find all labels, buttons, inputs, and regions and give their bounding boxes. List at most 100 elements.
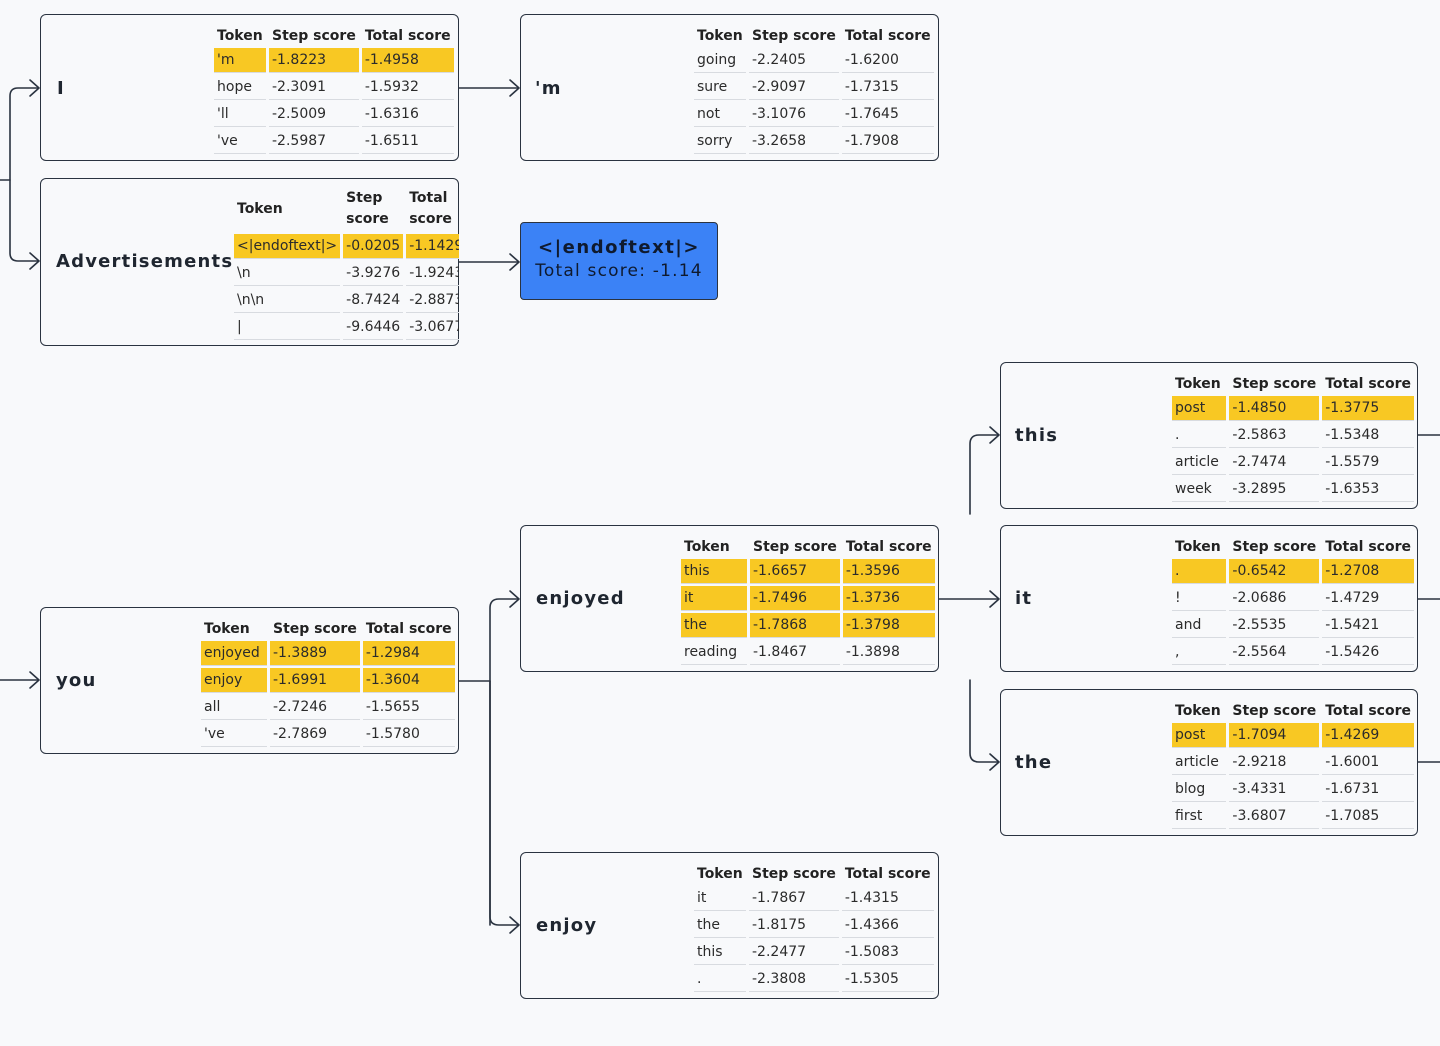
step-score-cell: -2.2477 (749, 940, 839, 965)
total-score-cell: -1.5083 (841, 940, 934, 965)
edge-enjoyed-this (969, 434, 999, 515)
col-header-step: Step score (1232, 376, 1317, 392)
step-score-cell: -1.8467 (750, 640, 840, 665)
final-beam-node: <|endoftext|> Total score: -1.14 (520, 222, 718, 300)
token-table-it: Token Step score Total score .-0.6542-1.… (1169, 536, 1417, 667)
step-score-cell: -1.7094 (1229, 723, 1320, 748)
token-row: week-3.2895-1.6353 (1172, 477, 1414, 502)
step-score-cell: -2.5564 (1229, 640, 1320, 665)
arrow-this (989, 426, 1000, 444)
step-score-cell: -2.9218 (1229, 750, 1320, 775)
token-row: ,-2.5564-1.5426 (1172, 640, 1414, 665)
col-header-total: Total score (845, 539, 932, 555)
token-row: reading-1.8467-1.3898 (681, 640, 935, 665)
token-row: 'll-2.5009-1.6316 (214, 102, 454, 127)
step-score-cell: -2.7869 (270, 722, 360, 747)
token-row: the-1.8175-1.4366 (694, 913, 934, 938)
step-score-cell: -3.9276 (343, 261, 404, 286)
token-cell: this (694, 940, 746, 965)
token-table-clip: Token Step score Total score <|endoftext… (231, 185, 459, 343)
total-score-cell: -1.9243 (406, 261, 459, 286)
edge-you-enjoyed (489, 598, 519, 926)
step-score-cell: -1.6991 (270, 668, 360, 693)
token-cell: 've (214, 129, 266, 154)
total-score-cell: -1.4366 (841, 913, 934, 938)
total-score-cell: -1.4958 (361, 48, 454, 73)
token-row-selected: the-1.7868-1.3798 (681, 613, 935, 638)
col-header-token: Token (1175, 539, 1221, 555)
total-score-cell: -1.6200 (841, 48, 934, 73)
arrow-the (989, 753, 1000, 771)
token-table-enjoyed: Token Step score Total score this-1.6657… (678, 536, 938, 667)
total-score-cell: -1.7908 (841, 129, 934, 154)
token-row: first-3.6807-1.7085 (1172, 804, 1414, 829)
col-header-step: Step score (752, 28, 836, 44)
total-score-cell: -1.3775 (1322, 396, 1414, 421)
token-row: 've-2.5987-1.6511 (214, 129, 454, 154)
token-row-selected: this-1.6657-1.3596 (681, 559, 935, 584)
token-cell: , (1172, 640, 1227, 665)
total-score-cell: -1.4315 (841, 886, 934, 911)
total-score-cell: -1.7645 (841, 102, 934, 127)
final-total-score: Total score: -1.14 (535, 261, 703, 281)
total-score-cell: -1.5305 (841, 967, 934, 992)
token-table-m: Token Step score Total score going-2.240… (691, 25, 937, 156)
token-cell: <|endoftext|> (234, 234, 341, 259)
node-label-i: I (57, 78, 65, 99)
node-enjoyed: enjoyed Token Step score Total score thi… (520, 525, 939, 672)
node-label-it: it (1015, 588, 1033, 609)
token-row: \n-3.9276-1.9243 (234, 261, 459, 286)
node-label-enjoy: enjoy (536, 915, 598, 936)
col-header-step: Step score (272, 28, 356, 44)
token-row-selected: .-0.6542-1.2708 (1172, 559, 1414, 584)
token-row: 've-2.7869-1.5780 (201, 722, 455, 747)
token-row: \n\n-8.7424-2.8873 (234, 288, 459, 313)
token-cell: post (1172, 396, 1227, 421)
token-table-advertisements: Token Step score Total score <|endoftext… (231, 185, 459, 342)
node-advertisements: Advertisements Token Step score Total sc… (40, 178, 459, 346)
col-header-step: Step score (1232, 703, 1317, 719)
token-table-you: Token Step score Total score enjoyed-1.3… (198, 618, 458, 749)
token-cell: it (694, 886, 746, 911)
col-header-token: Token (217, 28, 263, 44)
edge-root-i (0, 87, 39, 181)
step-score-cell: -1.6657 (750, 559, 840, 584)
token-cell: sure (694, 75, 746, 100)
step-score-cell: -1.8223 (269, 48, 359, 73)
token-cell: blog (1172, 777, 1227, 802)
step-score-cell: -1.3889 (270, 641, 360, 666)
token-cell: article (1172, 450, 1227, 475)
total-score-cell: -1.6731 (1322, 777, 1414, 802)
token-row: it-1.7867-1.4315 (694, 886, 934, 911)
token-row-selected: post-1.7094-1.4269 (1172, 723, 1414, 748)
step-score-cell: -0.0205 (343, 234, 404, 259)
step-score-cell: -2.5535 (1229, 613, 1320, 638)
token-row: going-2.2405-1.6200 (694, 48, 934, 73)
token-cell: not (694, 102, 746, 127)
total-score-cell: -1.3736 (842, 586, 935, 611)
step-score-cell: -3.2895 (1229, 477, 1320, 502)
token-cell: the (681, 613, 747, 638)
total-score-cell: -1.5655 (362, 695, 455, 720)
token-cell: the (694, 913, 746, 938)
step-score-cell: -1.7496 (750, 586, 840, 611)
node-it: it Token Step score Total score .-0.6542… (1000, 525, 1418, 672)
step-score-cell: -2.9097 (749, 75, 839, 100)
token-cell: . (1172, 423, 1227, 448)
token-cell: and (1172, 613, 1227, 638)
col-header-token: Token (1175, 376, 1221, 392)
token-row-selected: it-1.7496-1.3736 (681, 586, 935, 611)
step-score-cell: -3.4331 (1229, 777, 1320, 802)
token-cell: all (201, 695, 267, 720)
token-row: and-2.5535-1.5421 (1172, 613, 1414, 638)
col-header-token: Token (204, 621, 250, 637)
node-label-advertisements: Advertisements (56, 251, 234, 272)
token-row: not-3.1076-1.7645 (694, 102, 934, 127)
arrow-m (509, 79, 520, 97)
col-header-step: Step score (1232, 539, 1317, 555)
node-label-enjoyed: enjoyed (536, 588, 625, 609)
token-cell: | (234, 315, 341, 340)
node-m: 'm Token Step score Total score going-2.… (520, 14, 939, 161)
step-score-cell: -2.7246 (270, 695, 360, 720)
